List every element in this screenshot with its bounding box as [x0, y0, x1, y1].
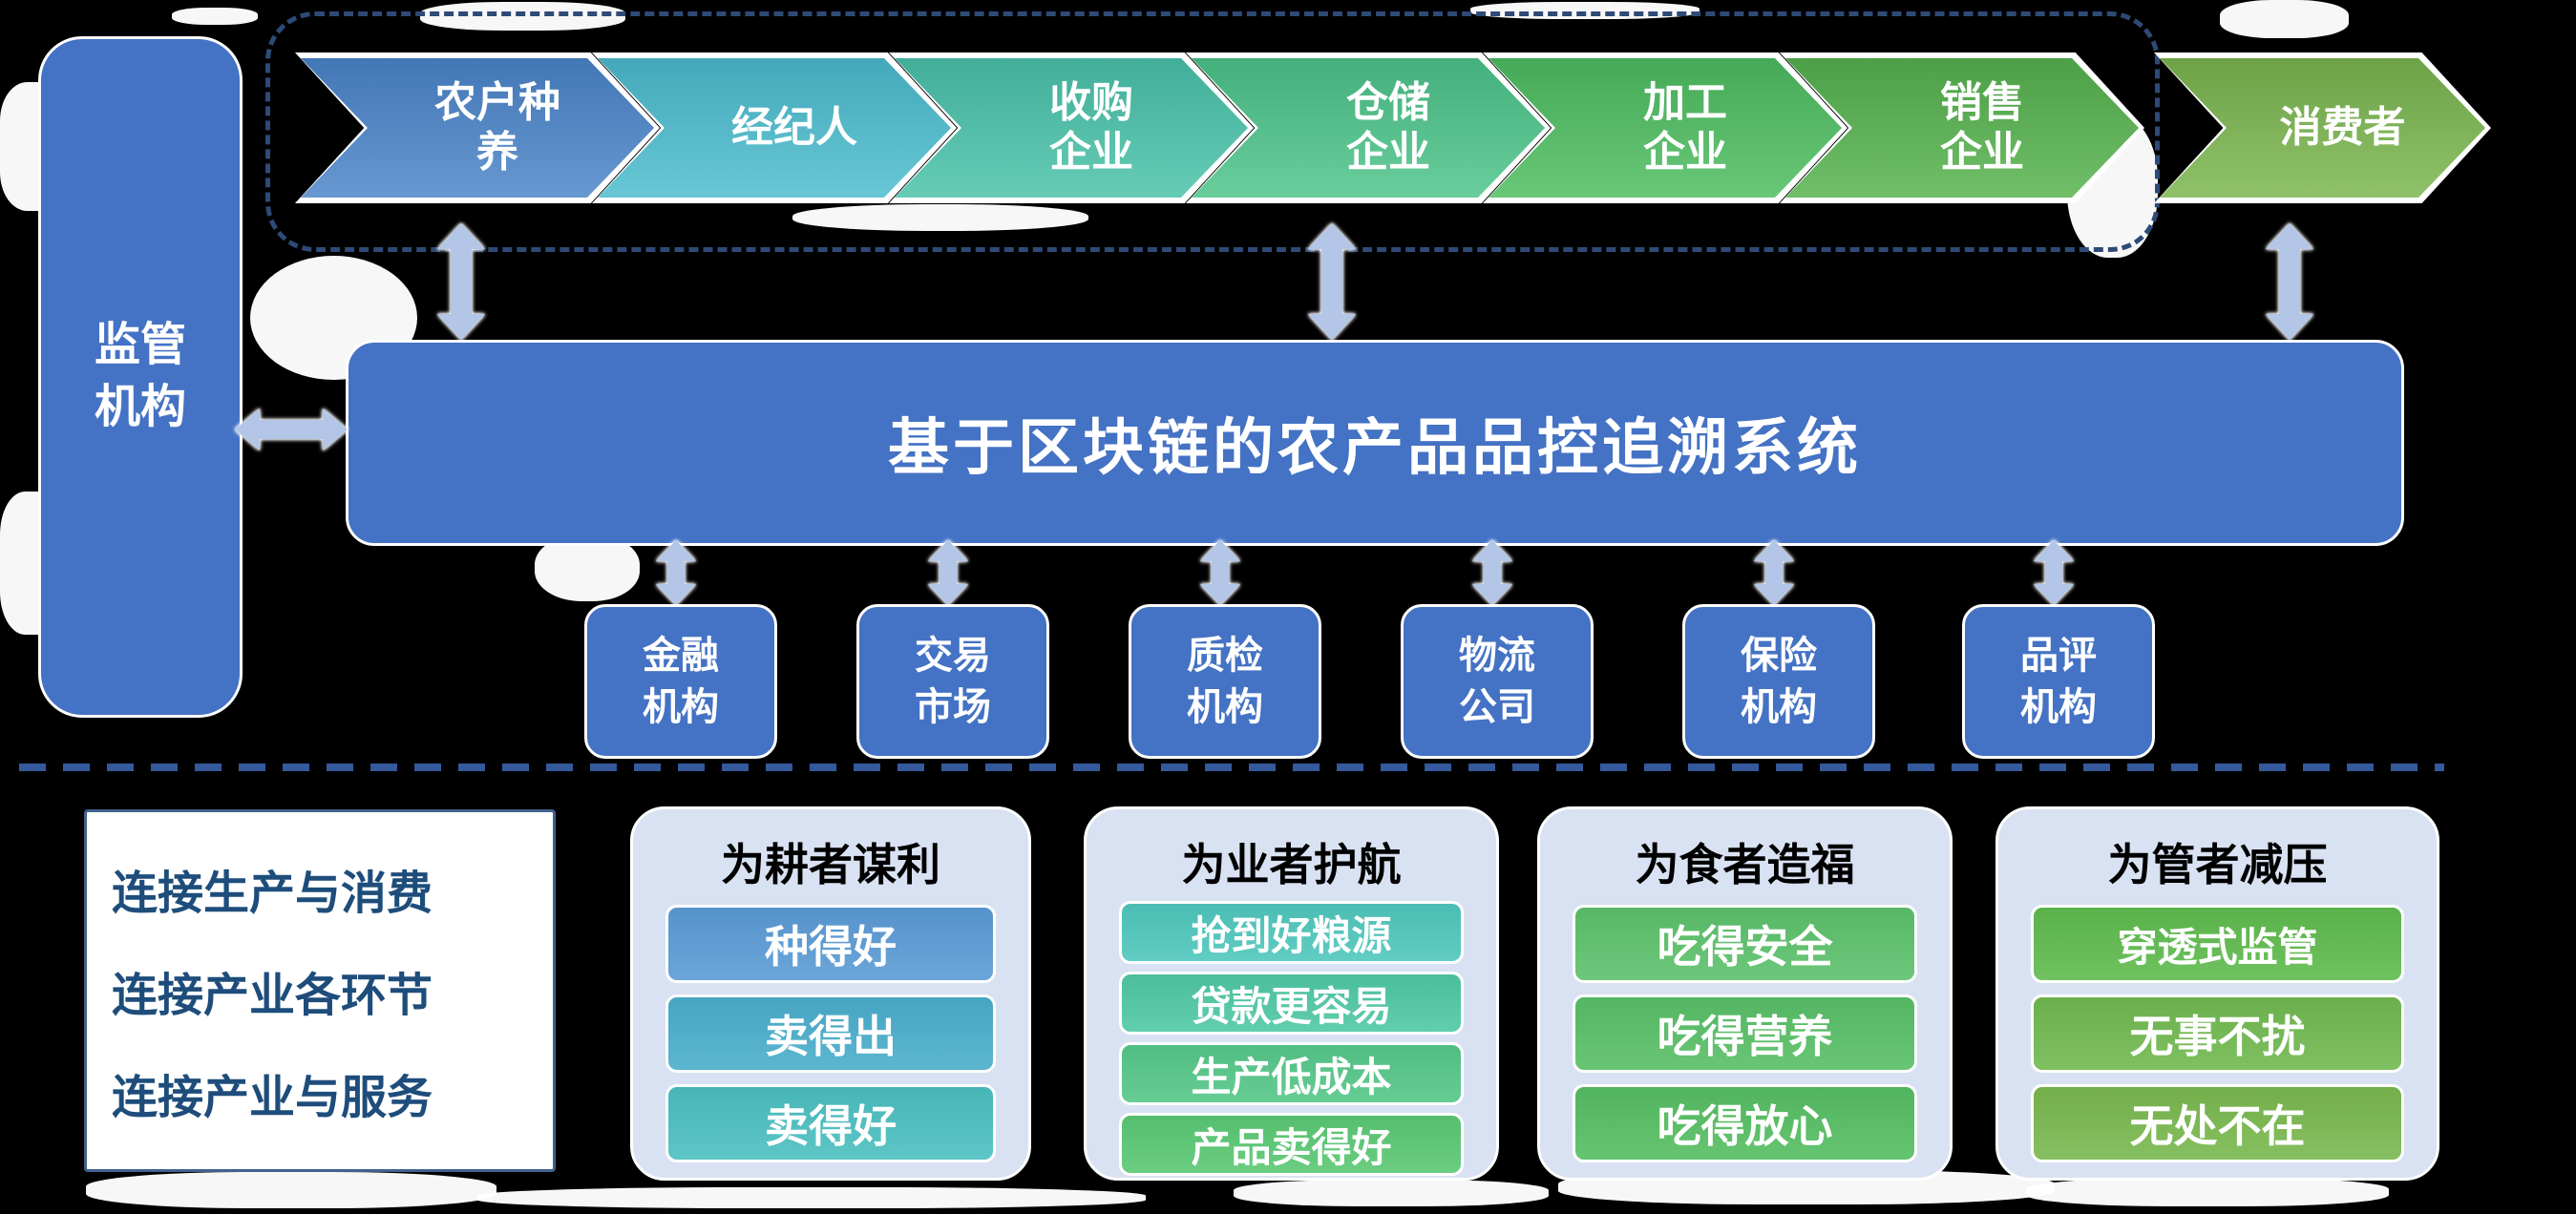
background-artifact — [2026, 1178, 2389, 1206]
chain-system-arrow — [1307, 223, 1357, 340]
background-artifact — [2220, 0, 2349, 38]
chain-system-arrow — [436, 223, 486, 340]
background-artifact — [86, 1172, 496, 1208]
system-institution-arrow — [928, 540, 968, 605]
benefit-pill: 穿透式监管 — [2031, 905, 2404, 983]
section-divider — [19, 764, 2444, 771]
benefit-pill: 种得好 — [665, 905, 996, 983]
chain-step-processing: 加工 企业 — [1483, 52, 1848, 203]
benefit-pill: 抢到好粮源 — [1119, 901, 1464, 964]
background-artifact — [477, 1187, 1146, 1208]
chain-step-label: 消费者 — [2279, 104, 2406, 152]
connection-summary-box: 连接生产与消费 连接产业各环节 连接产业与服务 — [84, 809, 556, 1172]
institution-label: 保险 机构 — [1741, 635, 1817, 728]
connection-line: 连接生产与消费 — [112, 868, 433, 919]
panel-title: 为耕者谋利 — [721, 840, 940, 890]
system-institution-arrow — [1754, 540, 1794, 605]
panel-operators: 为业者护航 抢到好粮源 贷款更容易 生产低成本 产品卖得好 — [1084, 806, 1499, 1181]
chain-step-label: 收购 企业 — [1049, 79, 1133, 176]
benefit-pill: 无事不扰 — [2031, 994, 2404, 1073]
benefit-pill: 卖得好 — [665, 1084, 996, 1162]
traceability-system-title: 基于区块链的农产品品控追溯系统 — [888, 413, 1862, 482]
panel-title: 为管者减压 — [2107, 840, 2328, 890]
institution-label: 物流 公司 — [1459, 635, 1535, 728]
regulator-system-arrow — [235, 408, 348, 451]
background-artifact — [420, 2, 625, 31]
system-institution-arrow — [1200, 540, 1240, 605]
institution-evaluation: 品评 机构 — [1962, 604, 2155, 759]
background-artifact — [172, 8, 258, 25]
chain-step-sales: 销售 企业 — [1780, 52, 2144, 203]
institution-trading-market: 交易 市场 — [856, 604, 1049, 759]
chain-step-consumer: 消费者 — [2154, 52, 2491, 203]
chain-step-warehousing: 仓储 企业 — [1186, 52, 1551, 203]
chain-step-label: 经纪人 — [731, 104, 857, 152]
system-institution-arrow — [656, 540, 696, 605]
chain-step-broker: 经纪人 — [592, 52, 957, 203]
institution-label: 品评 机构 — [2020, 635, 2097, 728]
regulator-label: 监管 机构 — [94, 320, 186, 432]
benefit-pill: 无处不在 — [2031, 1084, 2404, 1162]
panel-farmers: 为耕者谋利 种得好 卖得出 卖得好 — [630, 806, 1031, 1181]
chain-step-purchasing: 收购 企业 — [889, 52, 1254, 203]
benefit-pill: 吃得放心 — [1573, 1084, 1917, 1162]
system-institution-arrow — [1472, 540, 1512, 605]
benefit-pill: 产品卖得好 — [1119, 1113, 1464, 1176]
regulator-box: 监管 机构 — [38, 36, 243, 718]
institution-label: 金融 机构 — [643, 635, 719, 728]
institution-label: 交易 市场 — [915, 635, 991, 728]
system-institution-arrow — [2034, 540, 2074, 605]
background-artifact — [792, 204, 1088, 231]
benefit-pill: 生产低成本 — [1119, 1042, 1464, 1105]
benefit-pill: 卖得出 — [665, 994, 996, 1073]
chain-step-label: 加工 企业 — [1643, 79, 1727, 176]
chain-step-label: 农户种 养 — [434, 79, 560, 176]
benefit-pill: 贷款更容易 — [1119, 972, 1464, 1035]
chain-step-farmer: 农户种 养 — [295, 52, 660, 203]
chain-step-label: 销售 企业 — [1940, 79, 2024, 176]
institution-label: 质检 机构 — [1187, 635, 1263, 728]
institution-finance: 金融 机构 — [584, 604, 777, 759]
panel-title: 为业者护航 — [1181, 840, 1402, 890]
benefit-pill: 吃得安全 — [1573, 905, 1917, 983]
panel-consumers: 为食者造福 吃得安全 吃得营养 吃得放心 — [1537, 806, 1953, 1181]
connection-line: 连接产业与服务 — [112, 1073, 433, 1124]
institution-quality-inspection: 质检 机构 — [1129, 604, 1321, 759]
supply-chain-dashed-boundary — [265, 11, 2160, 252]
traceability-system-bar: 基于区块链的农产品品控追溯系统 — [346, 340, 2404, 546]
consumer-system-arrow — [2265, 223, 2314, 340]
panel-title: 为食者造福 — [1635, 840, 1855, 890]
benefit-pill: 吃得营养 — [1573, 994, 1917, 1073]
background-artifact — [1234, 1180, 1549, 1206]
chain-step-label: 仓储 企业 — [1346, 79, 1430, 176]
institution-logistics: 物流 公司 — [1401, 604, 1594, 759]
institution-insurance: 保险 机构 — [1682, 604, 1875, 759]
panel-regulators: 为管者减压 穿透式监管 无事不扰 无处不在 — [1995, 806, 2439, 1181]
connection-line: 连接产业各环节 — [112, 970, 433, 1021]
